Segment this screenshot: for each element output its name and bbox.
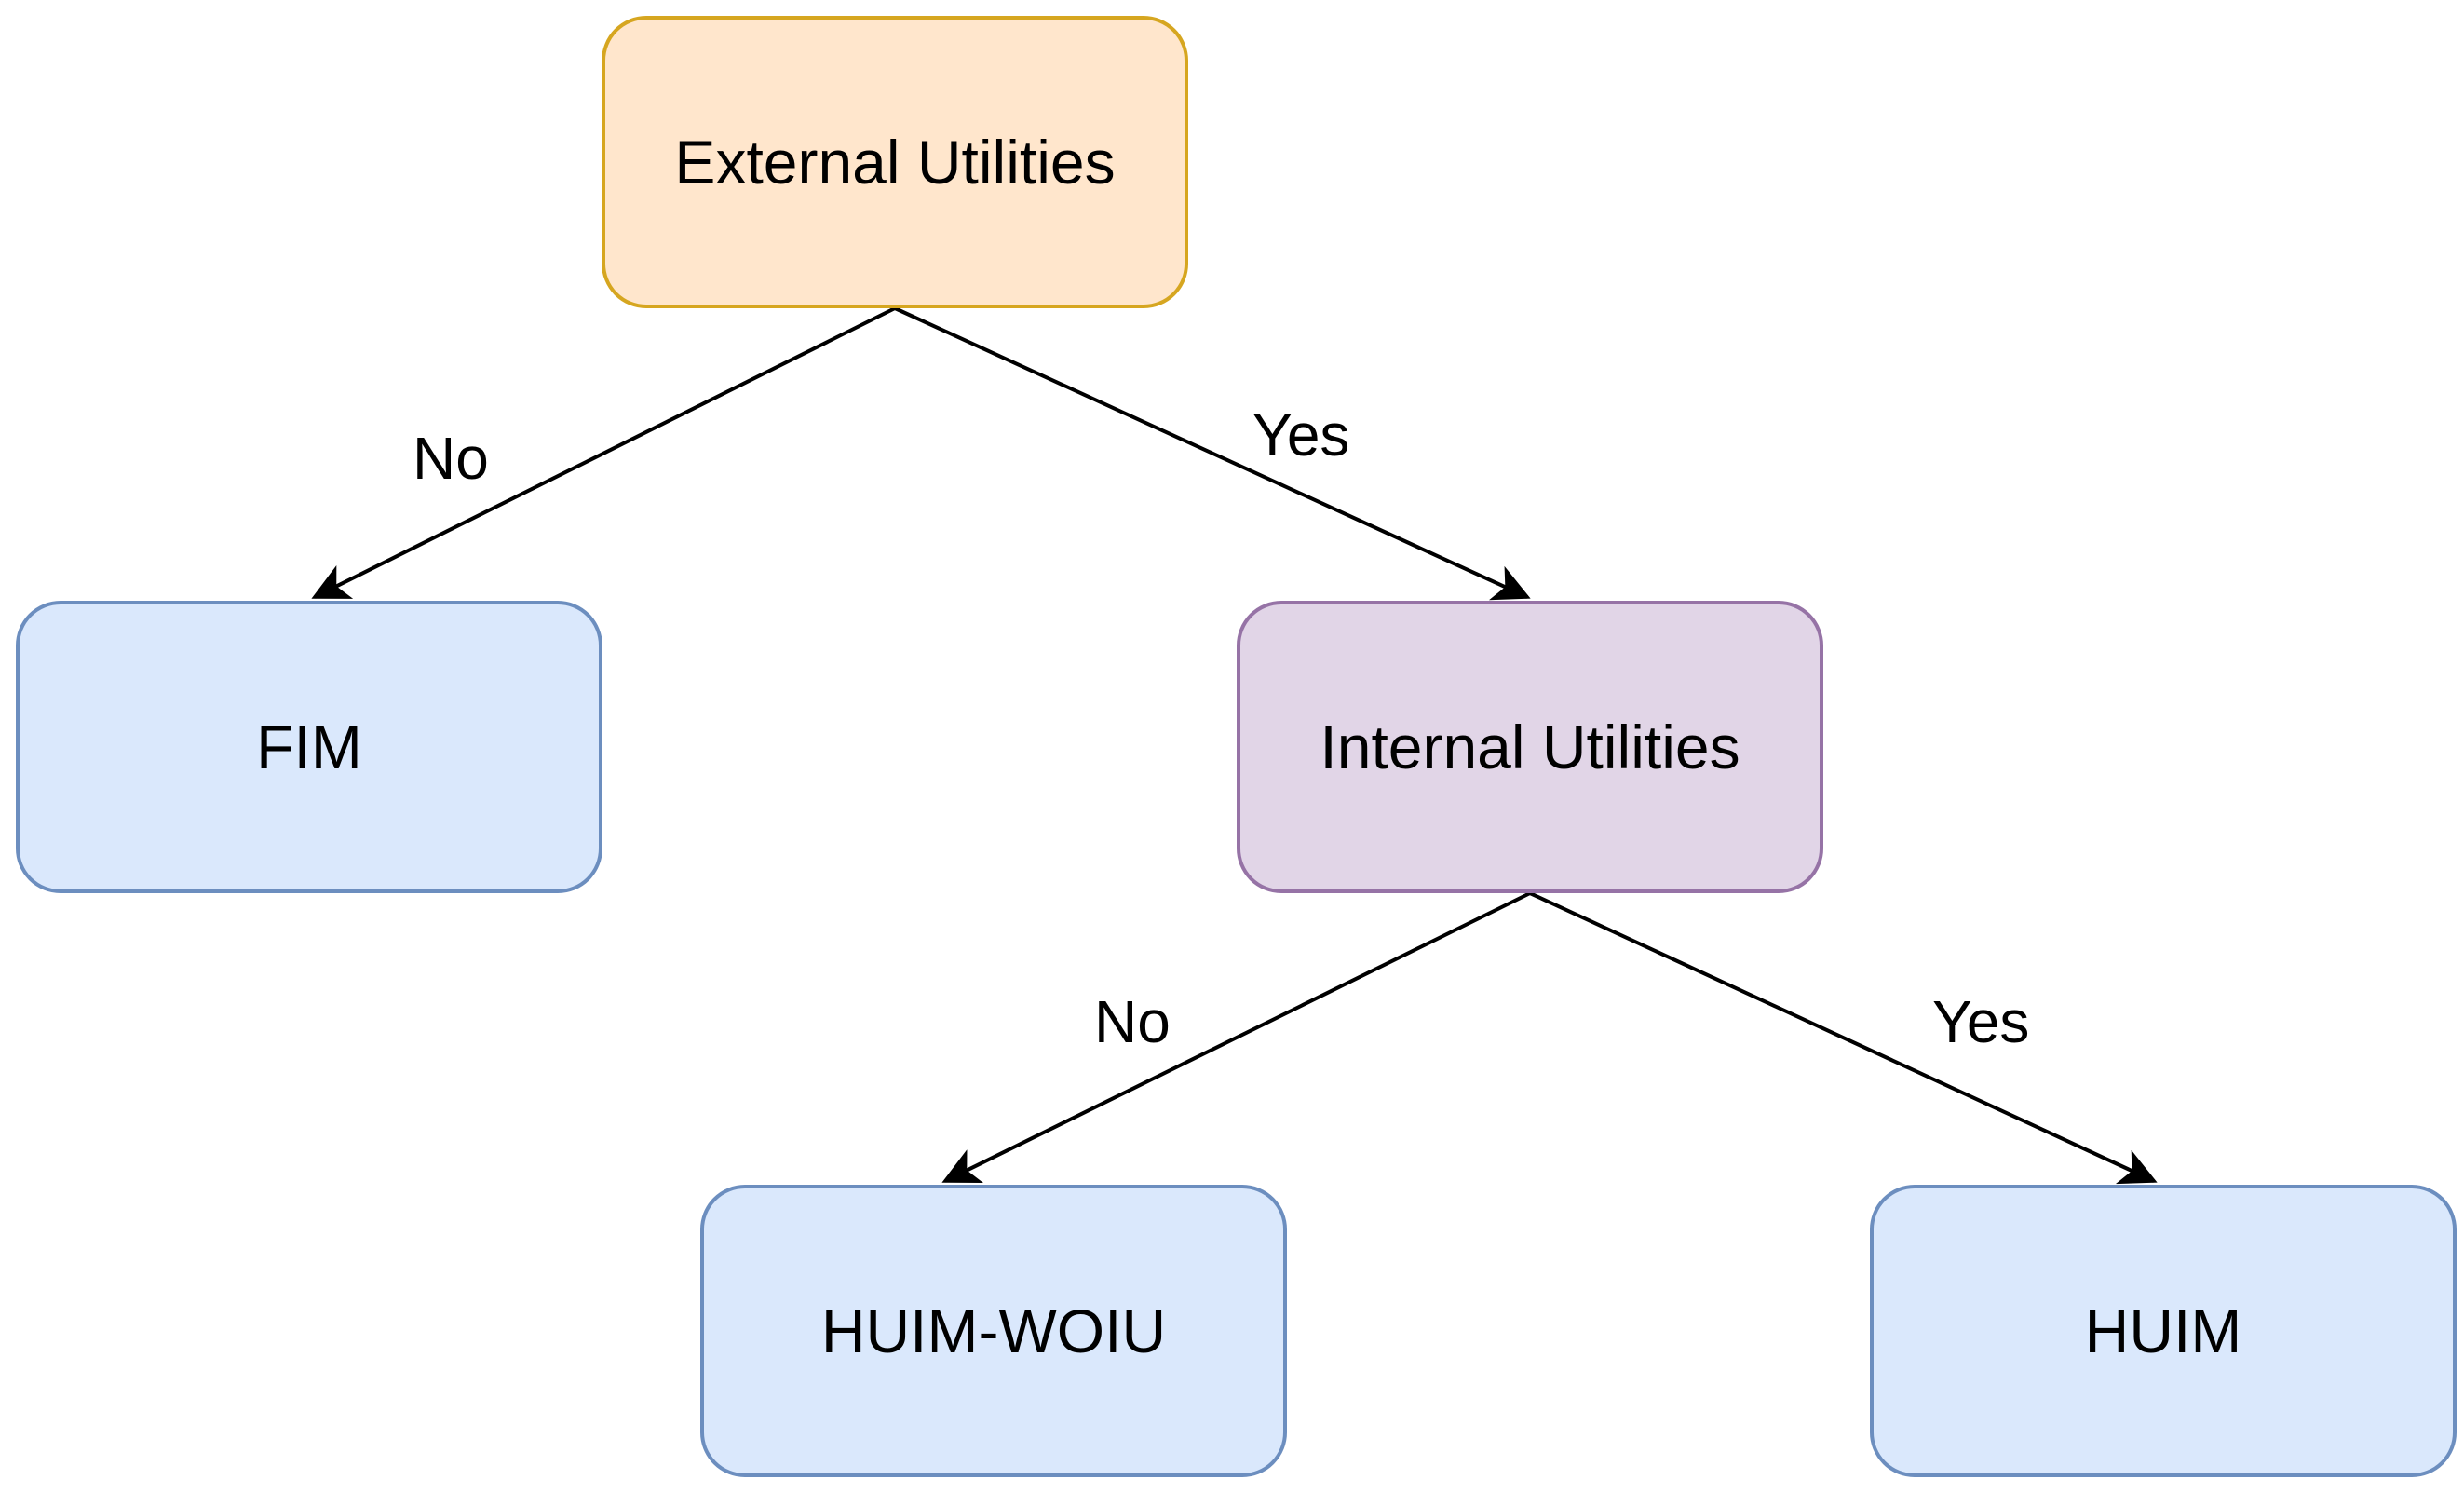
external-utilities-label: External Utilities xyxy=(674,128,1116,197)
edge-label-external-no: No xyxy=(413,425,489,492)
huim-woiu-label: HUIM-WOIU xyxy=(820,1296,1167,1365)
edge-external-to-fim xyxy=(311,306,896,599)
internal-utilities-node: Internal Utilities xyxy=(1237,601,1823,893)
edge-label-external-yes: Yes xyxy=(1252,401,1350,468)
edge-internal-to-huim-woiu xyxy=(941,891,1531,1184)
huim-label: HUIM xyxy=(2084,1296,2242,1365)
fim-label: FIM xyxy=(256,713,362,781)
edge-label-internal-yes: Yes xyxy=(1932,988,2030,1055)
edge-external-to-internal xyxy=(894,306,1531,601)
internal-utilities-label: Internal Utilities xyxy=(1320,713,1740,781)
edge-label-internal-no: No xyxy=(1094,988,1171,1055)
edge-internal-to-huim xyxy=(1529,891,2158,1185)
huim-node: HUIM xyxy=(1870,1185,2457,1477)
fim-node: FIM xyxy=(16,601,602,893)
external-utilities-node: External Utilities xyxy=(602,16,1188,308)
huim-woiu-node: HUIM-WOIU xyxy=(700,1185,1287,1477)
